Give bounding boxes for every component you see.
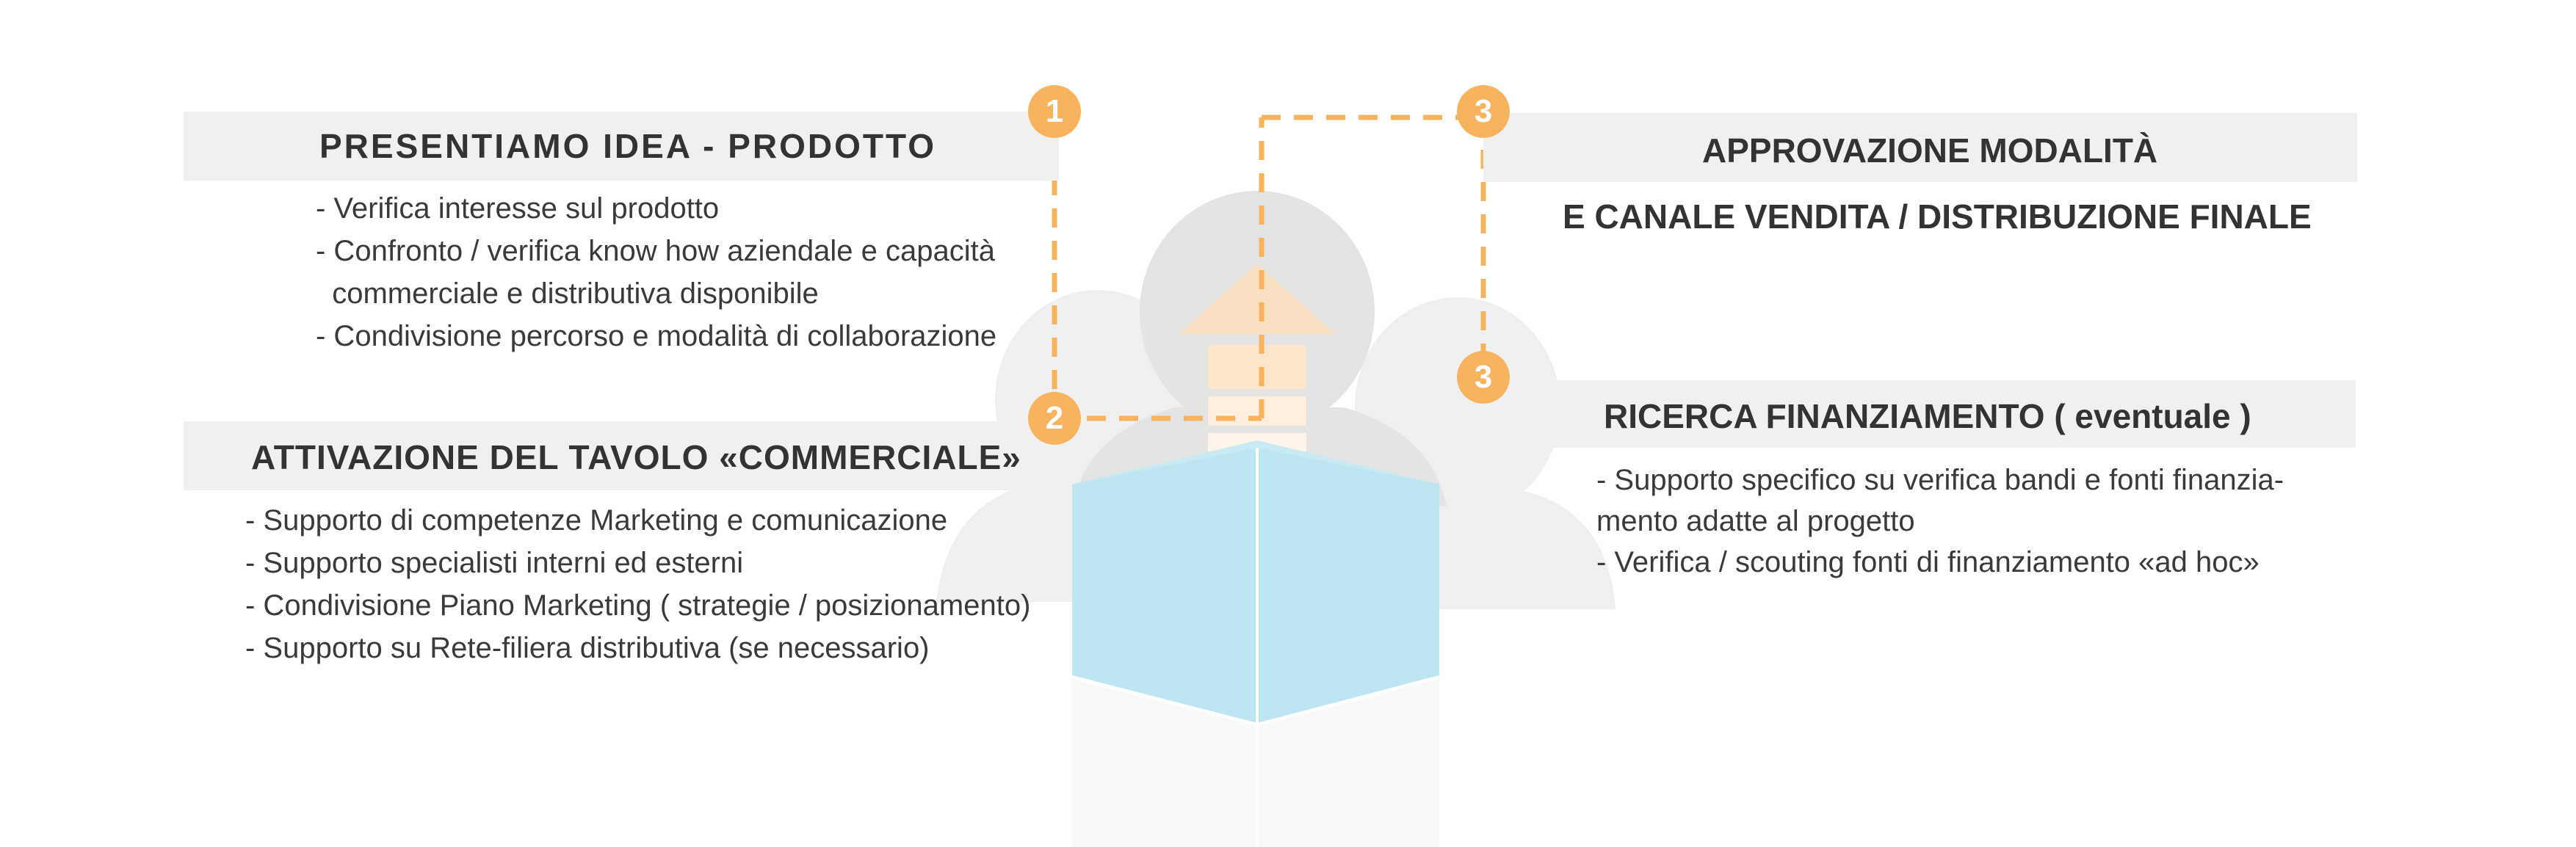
step1-title: PRESENTIAMO IDEA - PRODOTTO [319,127,937,165]
step1-bullet: - Verifica interesse sul prodotto [316,192,720,225]
step1-bullet: commerciale e distributiva disponibile [316,277,819,310]
step1-title-band [184,112,1059,181]
step1-number-badge: 1 [1028,85,1081,138]
step2-title-band [184,421,1059,490]
step1-bullet: - Condivisione percorso e modalità di co… [316,320,997,352]
step3a-title-band [1483,113,2357,182]
step2-bullet: - Supporto di competenze Marketing e com… [245,504,948,537]
step3a-title-line1: APPROVAZIONE MODALITÀ [1702,131,2158,170]
step3b-title-band [1483,380,2356,448]
step2-number-badge: 2 [1028,392,1081,445]
step1-bullet-list: - Verifica interesse sul prodotto - Conf… [316,187,996,357]
step2-bullet-list: - Supporto di competenze Marketing e com… [245,499,1030,669]
box-shape [1072,440,1439,723]
step2-bullet: - Condivisione Piano Marketing ( strateg… [245,589,1031,622]
step3a-title-line2: E CANALE VENDITA / DISTRIBUZIONE FINALE [1563,197,2312,236]
box-reflection [1072,679,1439,847]
step2-bullet: - Supporto specialisti interni ed estern… [245,547,744,579]
step3b-bullet: - Verifica / scouting fonti di finanziam… [1596,546,2260,578]
up-arrow-shape [1179,264,1336,451]
step3b-bullet: - Supporto specifico su verifica bandi e… [1596,464,2284,496]
step3b-bullet: mento adatte al progetto [1596,505,1915,537]
step3b-number-badge: 3 [1457,351,1510,404]
step2-bullet: - Supporto su Rete-filiera distributiva … [245,632,930,664]
step3b-title: RICERCA FINANZIAMENTO ( eventuale ) [1604,397,2251,435]
step1-bullet: - Confronto / verifica know how aziendal… [316,235,995,267]
step2-title: ATTIVAZIONE DEL TAVOLO «COMMERCIALE» [251,438,1021,476]
step3a-number-badge: 3 [1457,85,1510,138]
step3b-bullet-list: - Supporto specifico su verifica bandi e… [1596,459,2284,583]
